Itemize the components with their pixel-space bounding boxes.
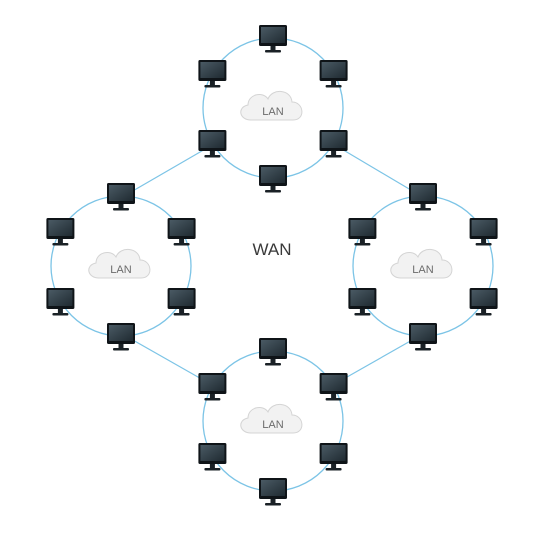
wan-link-top-right [339,147,422,197]
computer-monitor-icon [107,183,135,211]
lan-right: LAN [348,183,498,351]
computer-monitor-icon [198,443,227,471]
computer-monitor-icon [348,218,377,246]
computer-monitor-icon [198,60,227,88]
computer-monitor-icon [167,218,196,246]
computer-monitor-icon [198,373,227,401]
computer-monitor-icon [469,288,498,316]
computer-monitor-icon [259,338,287,366]
computer-monitor-icon [409,323,437,351]
computer-monitor-icon [469,218,498,246]
computer-monitor-icon [259,165,287,193]
lan-label: LAN [110,264,131,276]
lan-label: LAN [412,264,433,276]
computer-monitor-icon [107,323,135,351]
wan-link-right-bottom [339,334,422,382]
computer-monitor-icon [348,288,377,316]
lan-left: LAN [46,183,196,351]
lan-top: LAN [198,25,348,193]
computer-monitor-icon [259,25,287,53]
computer-monitor-icon [259,478,287,506]
computer-monitor-icon [319,130,348,158]
lan-bottom: LAN [198,338,348,506]
computer-monitor-icon [46,288,75,316]
cloud-icon [88,249,151,279]
cloud-icon [240,91,303,121]
wan-link-top-left [123,147,208,197]
computer-monitor-icon [319,443,348,471]
lan-label: LAN [262,419,283,431]
computer-monitor-icon [319,60,348,88]
computer-monitor-icon [167,288,196,316]
cloud-icon [390,249,453,279]
computer-monitor-icon [319,373,348,401]
computer-monitor-icon [198,130,227,158]
wan-link-left-bottom [123,334,206,382]
computer-monitor-icon [409,183,437,211]
lan-rings: LAN LAN LAN LAN [46,25,498,506]
wan-links [123,147,422,382]
wan-label: WAN [252,240,291,259]
computer-monitor-icon [46,218,75,246]
cloud-icon [240,404,303,434]
lan-label: LAN [262,106,283,118]
